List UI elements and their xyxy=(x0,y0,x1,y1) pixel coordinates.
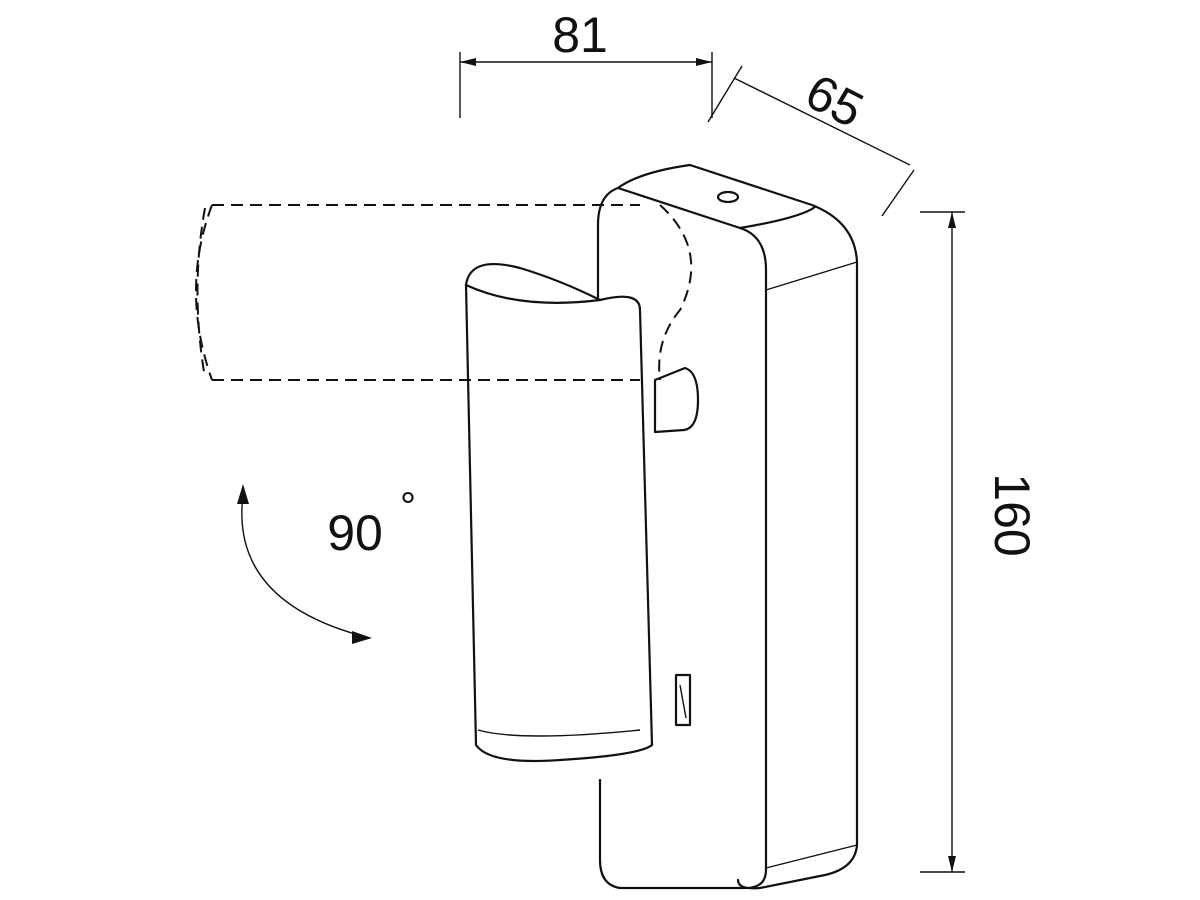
degree-symbol: ° xyxy=(400,485,416,529)
depth-label: 65 xyxy=(797,63,872,138)
rotation-angle-label: 90 xyxy=(327,505,383,561)
width-label: 81 xyxy=(552,7,608,63)
height-label: 160 xyxy=(984,473,1040,556)
mounting-screw-icon xyxy=(716,190,740,204)
rotation-arrow-icon xyxy=(237,484,372,644)
rotated-lamp-outline xyxy=(195,204,693,381)
height-dimension: 160 xyxy=(920,211,1040,873)
lamp-head xyxy=(464,263,654,763)
rocker-switch-icon xyxy=(674,673,692,727)
wall-plate xyxy=(596,163,859,890)
width-dimension: 81 xyxy=(459,7,713,118)
depth-dimension: 65 xyxy=(707,63,915,217)
